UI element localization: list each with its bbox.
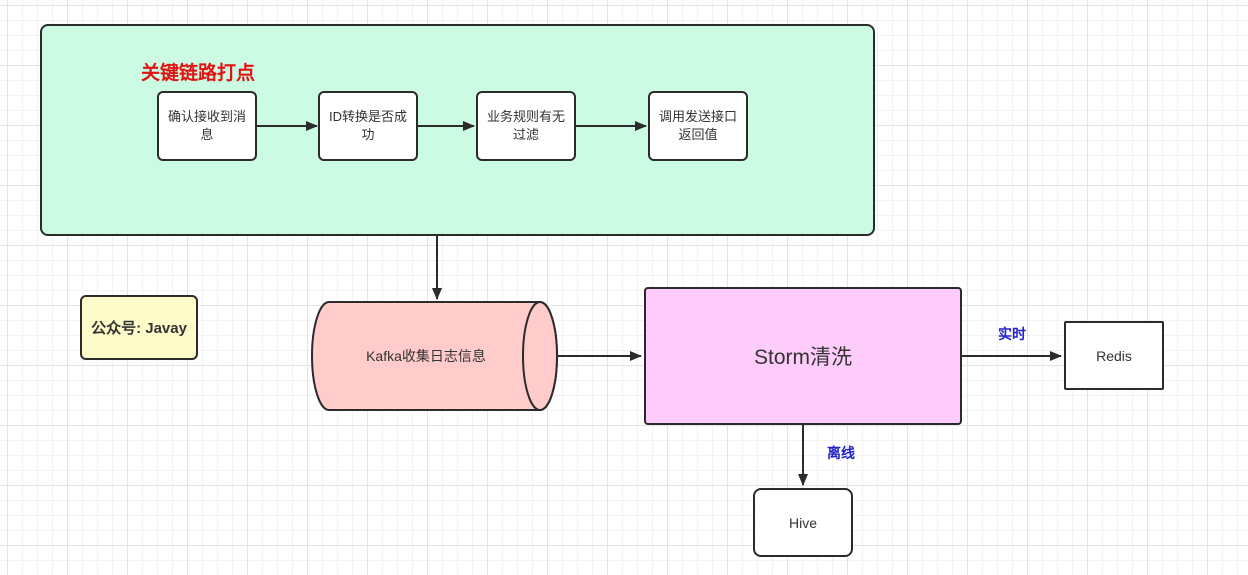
- node-redis: Redis: [1064, 321, 1164, 390]
- step-send-api-return: 调用发送接口返回值: [648, 91, 748, 161]
- edge-label-offline: 离线: [827, 445, 855, 461]
- group-title: 关键链路打点: [141, 63, 256, 84]
- step-id-convert: ID转换是否成功: [318, 91, 418, 161]
- step-business-rule-filter: 业务规则有无过滤: [476, 91, 576, 161]
- node-storm: Storm清洗: [644, 287, 962, 425]
- node-kafka: Kafka收集日志信息: [366, 348, 486, 364]
- wechat-account-note: 公众号: Javay: [80, 295, 198, 360]
- node-hive: Hive: [753, 488, 853, 557]
- step-confirm-receive: 确认接收到消息: [157, 91, 257, 161]
- edge-label-realtime: 实时: [998, 326, 1026, 342]
